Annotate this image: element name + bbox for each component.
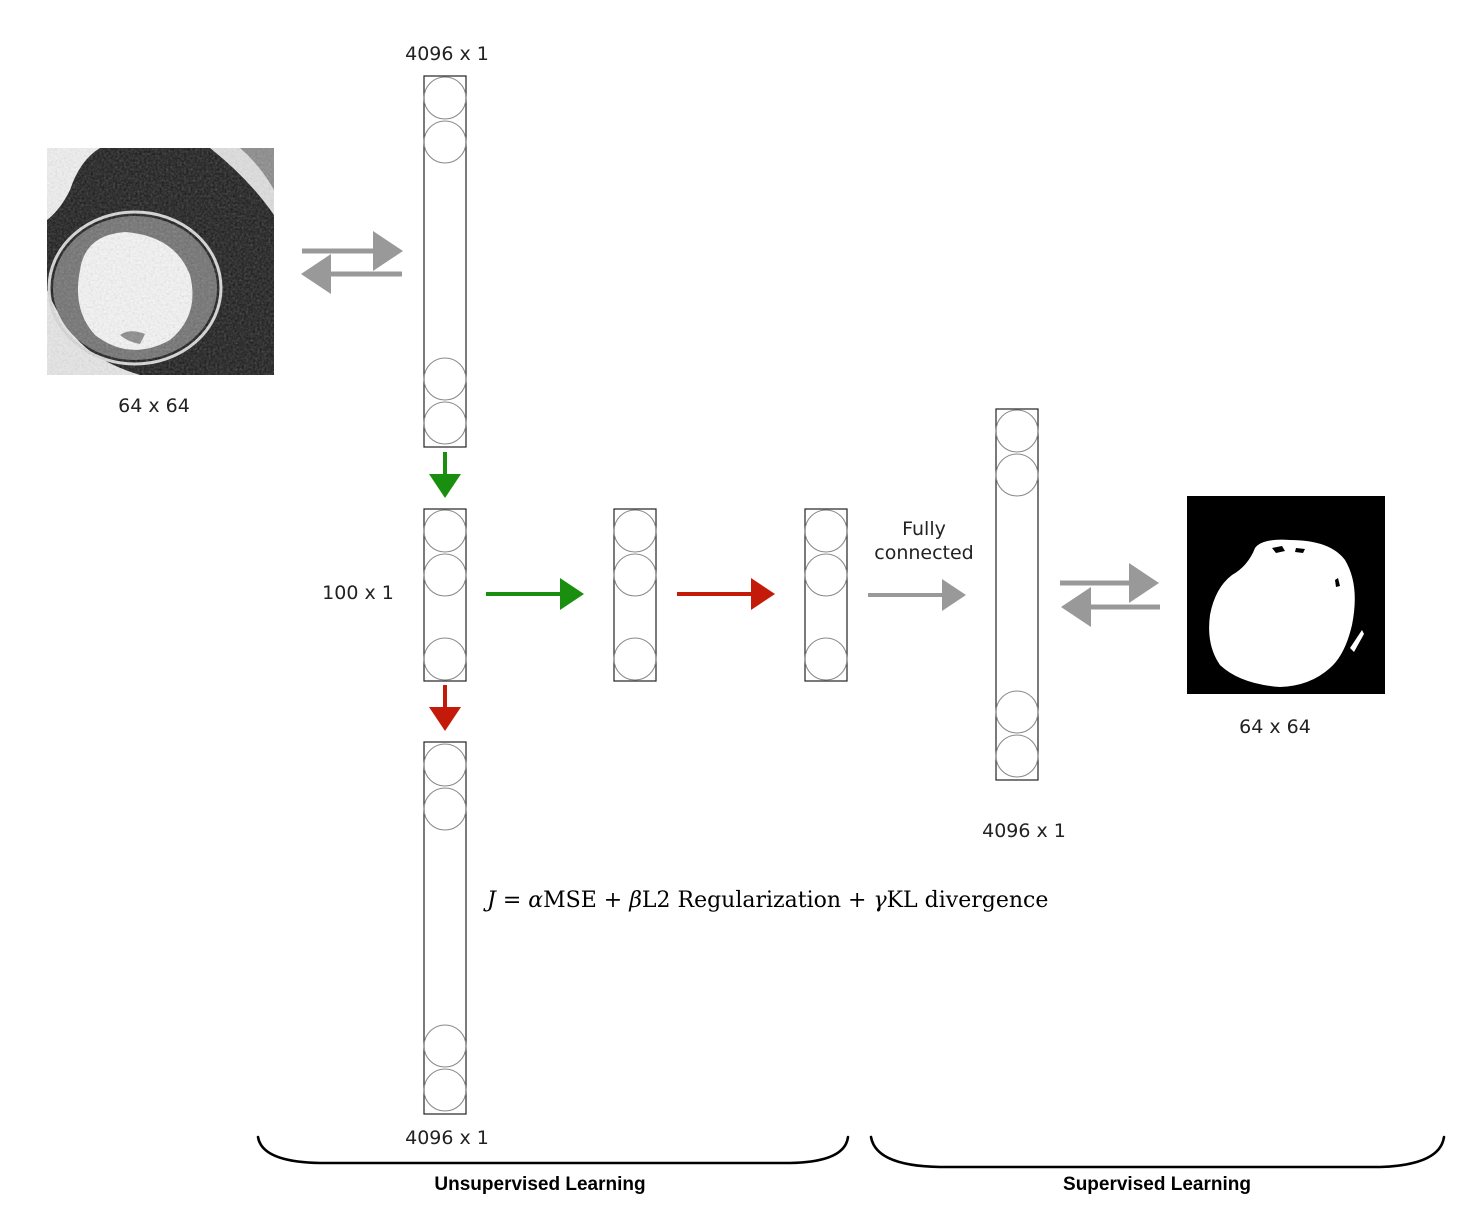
latent-size-label: 100 x 1 — [322, 582, 394, 604]
fc-output-layer-column — [995, 408, 1039, 781]
latent-layer-column — [423, 508, 467, 682]
formula-gamma: γ — [873, 888, 887, 913]
formula-mse: MSE + — [543, 888, 629, 913]
hidden-layer-column-1 — [613, 508, 657, 682]
unsupervised-section-label: Unsupervised Learning — [434, 1174, 645, 1195]
segmentation-mask-icon — [1187, 496, 1385, 694]
decoder-size-label: 4096 x 1 — [405, 1127, 489, 1149]
fully-connected-label-line2: connected — [874, 542, 974, 564]
formula-alpha: α — [528, 888, 543, 913]
formula-kl: KL divergence — [887, 888, 1049, 913]
fc-output-size-label: 4096 x 1 — [982, 820, 1066, 842]
formula-l2: L2 Regularization + — [642, 888, 874, 913]
supervised-brace — [869, 1135, 1446, 1169]
hidden-layer-column-2 — [804, 508, 848, 682]
formula-beta: β — [628, 888, 642, 913]
supervised-section-label: Supervised Learning — [1063, 1174, 1251, 1195]
cardiac-mri-icon — [47, 148, 274, 375]
unsupervised-brace — [256, 1135, 850, 1165]
decoder-layer-column — [423, 741, 467, 1115]
encoder-size-label: 4096 x 1 — [405, 43, 489, 65]
formula-eq: = — [496, 888, 528, 913]
formula-j: J — [483, 888, 497, 913]
fully-connected-label-line1: Fully — [902, 518, 946, 540]
output-size-label: 64 x 64 — [1239, 716, 1311, 738]
loss-formula: J = αMSE + βL2 Regularization + γKL dive… — [483, 888, 1048, 913]
input-size-label: 64 x 64 — [118, 395, 190, 417]
encoder-layer-column — [423, 75, 467, 448]
